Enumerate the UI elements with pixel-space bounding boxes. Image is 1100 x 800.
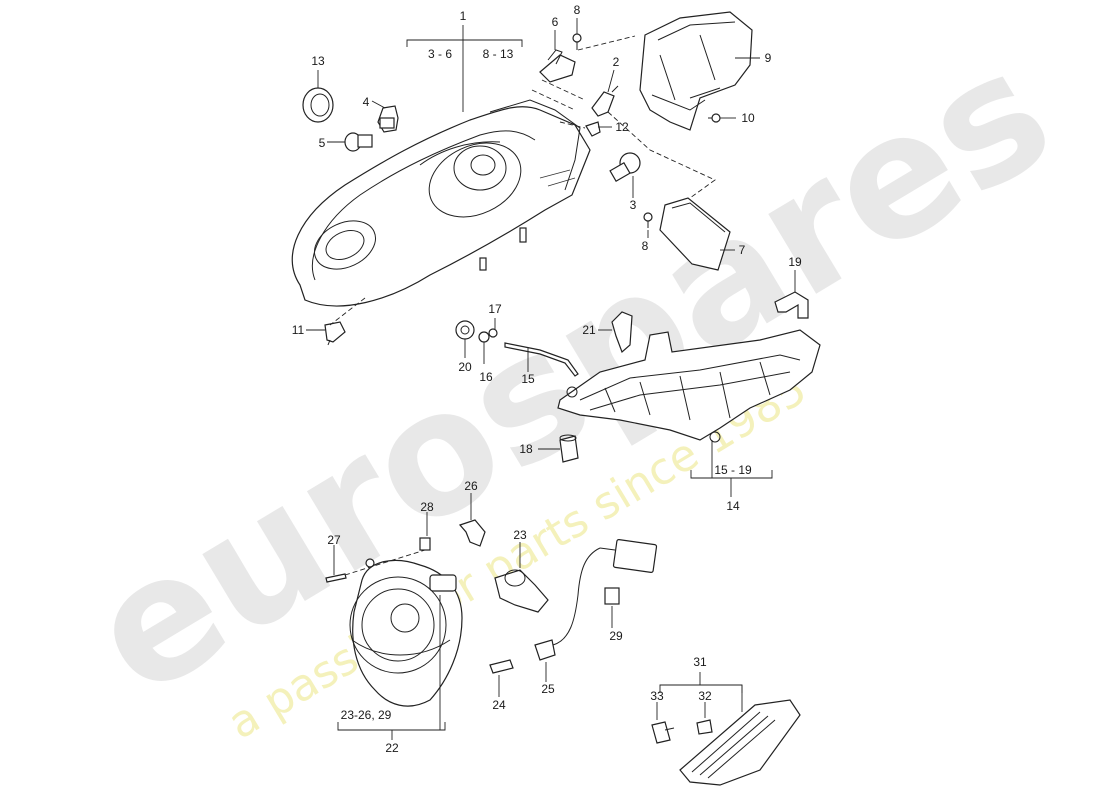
callout-labels: 1 3 - 6 8 - 13 6 8 9 2 13 4 10 12 5 3 8 … bbox=[292, 3, 802, 755]
callout-4: 4 bbox=[363, 95, 370, 109]
watermark: eurospares a passion for parts since 198… bbox=[59, 12, 1082, 750]
callout-10: 10 bbox=[741, 111, 755, 125]
part-17-ring bbox=[488, 328, 498, 338]
part-3-bulb bbox=[609, 152, 641, 183]
part-33-socket bbox=[651, 721, 675, 744]
side-marker-lamp bbox=[679, 699, 801, 786]
part-26-fitting bbox=[458, 519, 486, 547]
callout-11: 11 bbox=[292, 323, 305, 337]
part-11-connector bbox=[324, 321, 346, 346]
callout-23: 23 bbox=[513, 528, 527, 542]
callout-33: 33 bbox=[650, 689, 664, 703]
callout-group-23-26-29: 23-26, 29 bbox=[341, 708, 392, 722]
callout-31: 31 bbox=[693, 655, 707, 669]
callout-18: 18 bbox=[519, 442, 533, 456]
fog-lamp-assembly bbox=[349, 558, 463, 707]
callout-14: 14 bbox=[726, 499, 740, 513]
part-9-cover bbox=[639, 11, 753, 131]
callout-24: 24 bbox=[492, 698, 506, 712]
part-23-bulb bbox=[494, 569, 549, 613]
callout-1: 1 bbox=[460, 9, 467, 23]
part-19-bracket bbox=[774, 291, 809, 319]
callout-16: 16 bbox=[479, 370, 493, 384]
callout-8-lower: 8 bbox=[642, 239, 649, 253]
callout-19: 19 bbox=[788, 255, 802, 269]
part-18-grommet bbox=[559, 434, 579, 463]
part-29-connector bbox=[604, 587, 620, 605]
part-13-cap bbox=[302, 87, 334, 123]
part-5-bulb bbox=[344, 132, 373, 152]
callout-12: 12 bbox=[615, 120, 629, 134]
part-21-clip bbox=[611, 311, 633, 354]
callout-9: 9 bbox=[765, 51, 772, 65]
part-15-rod bbox=[504, 342, 579, 377]
callout-group-8-13: 8 - 13 bbox=[483, 47, 514, 61]
callout-26: 26 bbox=[464, 479, 478, 493]
part-7-control-unit bbox=[659, 197, 731, 271]
callout-25: 25 bbox=[541, 682, 555, 696]
part-4-socket bbox=[377, 105, 399, 133]
callout-2: 2 bbox=[613, 55, 620, 69]
dashed-assembly-lines bbox=[329, 35, 716, 576]
callout-22: 22 bbox=[385, 741, 399, 755]
callout-27: 27 bbox=[327, 533, 341, 547]
headlight-assembly bbox=[291, 99, 591, 307]
part-25-wiring bbox=[534, 539, 658, 661]
part-16-nut bbox=[478, 331, 490, 343]
callout-13: 13 bbox=[311, 54, 325, 68]
callout-7: 7 bbox=[739, 243, 746, 257]
part-8-screw-lower bbox=[643, 212, 653, 228]
part-12-clip bbox=[585, 121, 601, 137]
callout-group-15-19: 15 - 19 bbox=[714, 463, 752, 477]
callout-8-top: 8 bbox=[574, 3, 581, 17]
callout-3: 3 bbox=[630, 198, 637, 212]
part-28-clip bbox=[419, 537, 431, 551]
callout-group-3-6: 3 - 6 bbox=[428, 47, 452, 61]
callout-15: 15 bbox=[521, 372, 535, 386]
part-24-bulb bbox=[489, 659, 514, 674]
callout-32: 32 bbox=[698, 689, 712, 703]
callout-29: 29 bbox=[609, 629, 623, 643]
leader-lines bbox=[306, 18, 796, 740]
part-27-screw bbox=[325, 573, 347, 583]
part-8-screw-top bbox=[572, 33, 582, 50]
callout-5: 5 bbox=[319, 136, 326, 150]
callout-21: 21 bbox=[582, 323, 596, 337]
part-6-connector bbox=[539, 49, 576, 83]
part-10-screw bbox=[708, 113, 721, 123]
callout-6: 6 bbox=[552, 15, 559, 29]
callout-17: 17 bbox=[488, 302, 502, 316]
callout-28: 28 bbox=[420, 500, 434, 514]
part-20-grommet bbox=[455, 320, 475, 340]
carrier-tray bbox=[557, 329, 821, 443]
callout-20: 20 bbox=[458, 360, 472, 374]
part-32-bulb bbox=[696, 719, 713, 735]
part-2-bulb bbox=[591, 85, 619, 117]
